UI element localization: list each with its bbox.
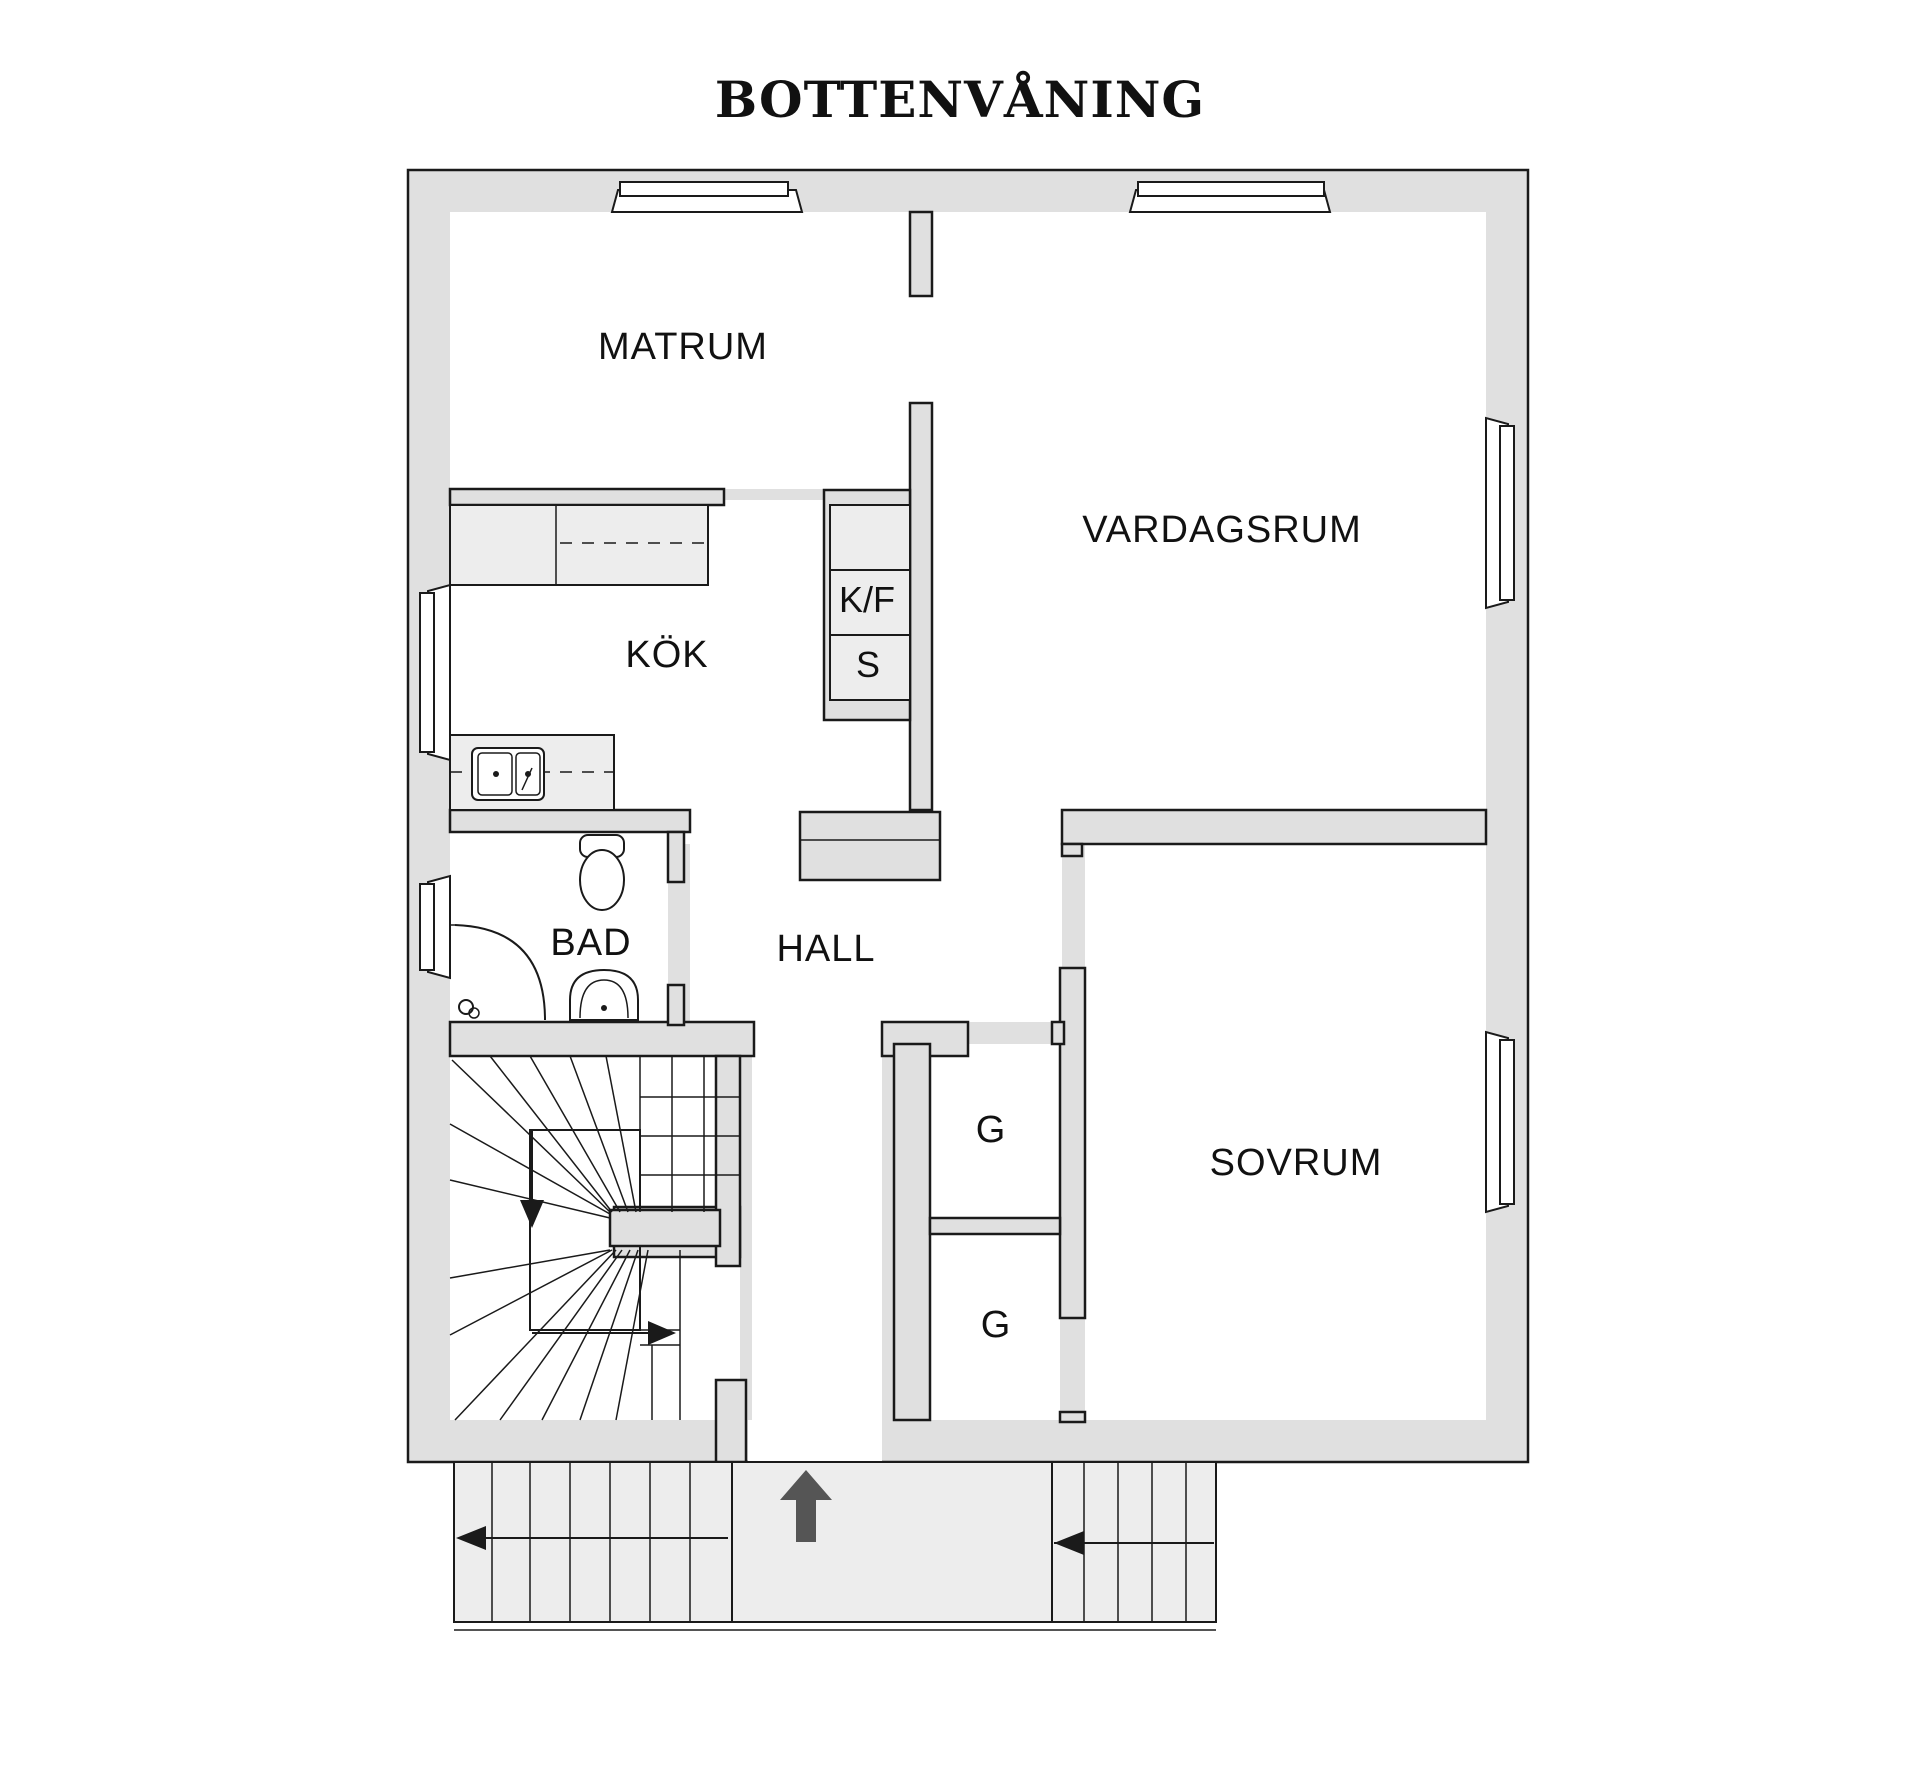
entry-arrow-icon bbox=[780, 1470, 832, 1542]
sink bbox=[471, 747, 545, 801]
plan-title: BOTTENVÅNING bbox=[714, 70, 1206, 129]
windows bbox=[419, 181, 1515, 1214]
appliance-label-kyl-frys: K/F bbox=[839, 579, 895, 620]
room-label-kok: KÖK bbox=[625, 634, 708, 676]
entrance bbox=[453, 1420, 1217, 1631]
room-label-garderob-2: G bbox=[981, 1304, 1012, 1346]
interior-staircase bbox=[449, 1055, 740, 1421]
room-label-hall: HALL bbox=[776, 928, 875, 970]
room-label-garderob-1: G bbox=[976, 1109, 1007, 1151]
room-label-vardagsrum: VARDAGSRUM bbox=[1082, 509, 1362, 551]
appliance-label-spis: S bbox=[856, 644, 880, 685]
interior-walls bbox=[448, 210, 1488, 1464]
room-label-matrum: MATRUM bbox=[598, 326, 768, 368]
kitchen-fixtures bbox=[449, 488, 942, 882]
room-label-bad: BAD bbox=[550, 922, 631, 964]
bathroom-fixtures bbox=[450, 834, 639, 1021]
room-label-sovrum: SOVRUM bbox=[1210, 1142, 1383, 1184]
